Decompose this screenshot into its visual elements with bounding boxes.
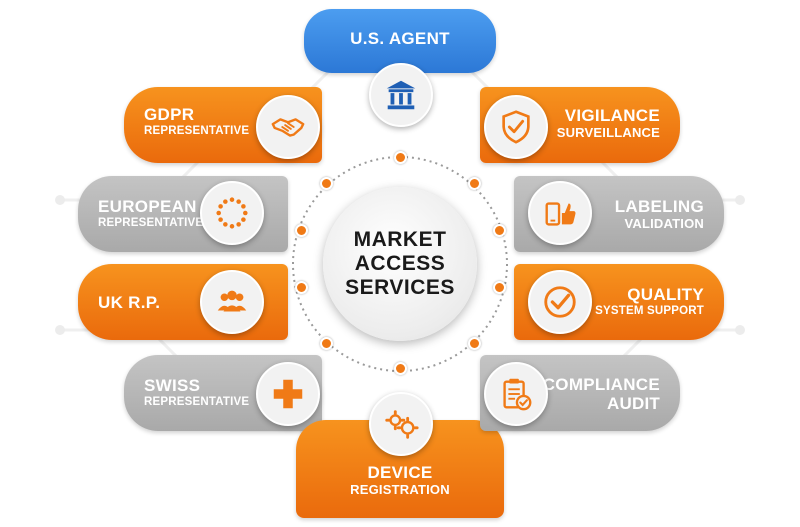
labeling-title: LABELING: [614, 197, 704, 216]
labeling-subtitle: VALIDATION: [624, 216, 704, 231]
people-group-icon: [217, 290, 247, 312]
center-title-line1: MARKET: [353, 228, 447, 251]
labeling-icon-circle: [528, 181, 592, 245]
vigilance-title: VIGILANCE: [564, 106, 660, 125]
ring-dot: [320, 177, 333, 190]
ring-dot: [493, 281, 506, 294]
government-building-icon: [386, 80, 416, 110]
vigilance-icon-circle: [484, 95, 548, 159]
compliance-icon-circle: [484, 362, 548, 426]
ring-dot: [493, 224, 506, 237]
swiss-icon-circle: [256, 362, 320, 426]
center-hub: MARKET ACCESS SERVICES: [323, 187, 477, 341]
check-circle-icon: [544, 286, 576, 318]
gdpr-subtitle: REPRESENTATIVE: [144, 125, 250, 137]
ring-dot: [394, 151, 407, 164]
gdpr-icon-circle: [256, 95, 320, 159]
compliance-subtitle: AUDIT: [607, 394, 660, 413]
ring-dot: [468, 177, 481, 190]
quality-subtitle: SYSTEM SUPPORT: [595, 305, 704, 317]
center-title-line3: SERVICES: [345, 276, 455, 299]
shield-check-icon: [502, 110, 530, 144]
swiss-title: SWISS: [144, 376, 201, 395]
us-agent-icon-circle: [369, 63, 433, 127]
device-icon-circle: [369, 392, 433, 456]
vigilance-subtitle: SURVEILLANCE: [556, 125, 660, 140]
european-title: EUROPEAN: [98, 197, 197, 216]
swiss-subtitle: REPRESENTATIVE: [144, 396, 250, 408]
us-agent-label: U.S. AGENT: [350, 28, 450, 48]
quality-icon-circle: [528, 270, 592, 334]
clipboard-check-icon: [503, 378, 532, 411]
ring-dot: [320, 337, 333, 350]
european-icon-circle: [200, 181, 264, 245]
ring-dot: [394, 362, 407, 375]
us-agent-pill: U.S. AGENT: [304, 9, 496, 73]
european-subtitle: REPRESENTATIVE: [98, 217, 204, 229]
quality-title: QUALITY: [627, 285, 704, 304]
ring-dot: [295, 224, 308, 237]
eu-stars-icon: [216, 197, 248, 229]
swiss-cross-icon: [273, 379, 303, 409]
center-title-line2: ACCESS: [354, 252, 446, 275]
compliance-title: COMPLIANCE: [542, 375, 660, 394]
phone-thumbs-up-icon: [545, 202, 576, 226]
device-subtitle: REGISTRATION: [350, 482, 450, 497]
uk-title: UK R.P.: [98, 293, 161, 312]
ring-dot: [468, 337, 481, 350]
handshake-icon: [271, 118, 305, 137]
device-title: DEVICE: [367, 463, 433, 482]
gears-icon: [385, 410, 419, 439]
gdpr-title: GDPR: [144, 105, 195, 124]
uk-icon-circle: [200, 270, 264, 334]
ring-dot: [295, 281, 308, 294]
